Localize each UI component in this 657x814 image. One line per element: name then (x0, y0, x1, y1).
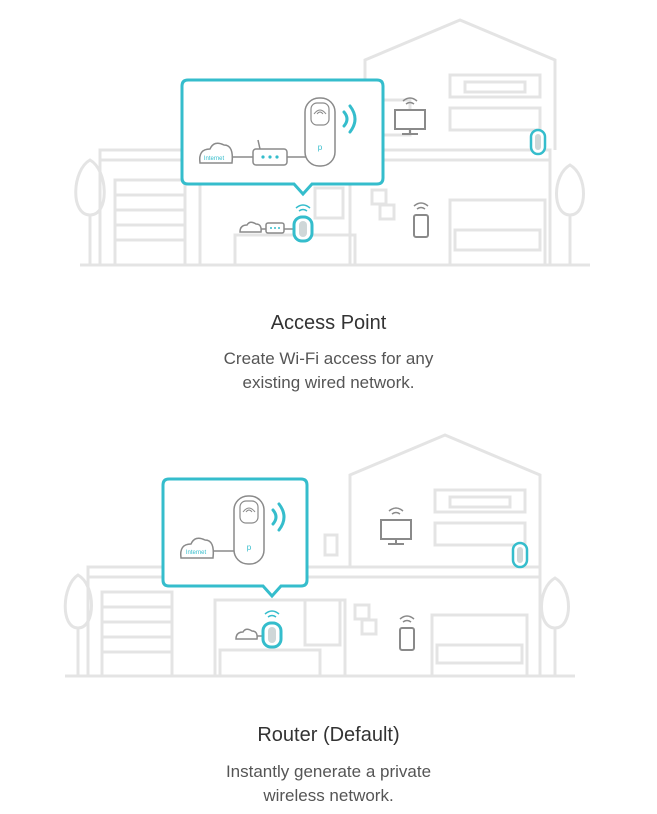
wifi-icon (413, 202, 429, 210)
access-point-illustration: Internet p (74, 18, 590, 267)
svg-text:p: p (318, 143, 323, 152)
svg-text:p: p (247, 543, 252, 552)
description-line: existing wired network. (242, 373, 415, 392)
internet-label: Internet (204, 156, 225, 162)
deco-unit-icon: p (304, 97, 336, 167)
deco-unit-icon: p (233, 495, 265, 565)
phone-icon (399, 627, 415, 651)
modem-icon (252, 139, 288, 166)
deco-unit-icon (529, 128, 547, 156)
cloud-icon: Internet (198, 142, 234, 164)
wifi-icon (402, 97, 418, 105)
wifi-icon (264, 610, 280, 618)
deco-unit-icon (261, 621, 283, 649)
description-line: wireless network. (263, 786, 394, 805)
wifi-icon (295, 204, 311, 212)
callout-bubble: Internet p (180, 78, 385, 197)
monitor-icon (394, 109, 426, 135)
mode-title: Access Point (270, 312, 387, 334)
mode-description: Instantly generate a private wireless ne… (0, 760, 657, 808)
deco-unit-icon (292, 215, 314, 243)
callout-bubble: Internet p (161, 477, 309, 599)
description-line: Instantly generate a private (225, 762, 432, 781)
router-illustration: Internet p (63, 433, 575, 678)
mode-option-access-point[interactable]: Internet p Access Point Create Wi-Fi acc (0, 0, 657, 410)
internet-label: Internet (186, 550, 207, 556)
cloud-icon (239, 221, 262, 233)
description-line: Create Wi-Fi access for any (223, 349, 434, 368)
wifi-signal-icon (342, 104, 357, 134)
mode-option-router[interactable]: Internet p Router (Default) Instantly ge… (0, 410, 657, 814)
cloud-icon: Internet (179, 537, 215, 559)
deco-unit-icon (511, 541, 529, 569)
wifi-icon (388, 507, 404, 515)
wifi-signal-icon (271, 502, 286, 532)
monitor-icon (380, 519, 412, 545)
house-outline (63, 433, 575, 678)
mode-description: Create Wi-Fi access for any existing wir… (0, 347, 657, 395)
mode-title: Router (Default) (257, 724, 400, 746)
phone-icon (413, 214, 429, 238)
wifi-icon (399, 615, 415, 623)
modem-icon (265, 222, 285, 234)
cloud-icon (235, 628, 258, 640)
